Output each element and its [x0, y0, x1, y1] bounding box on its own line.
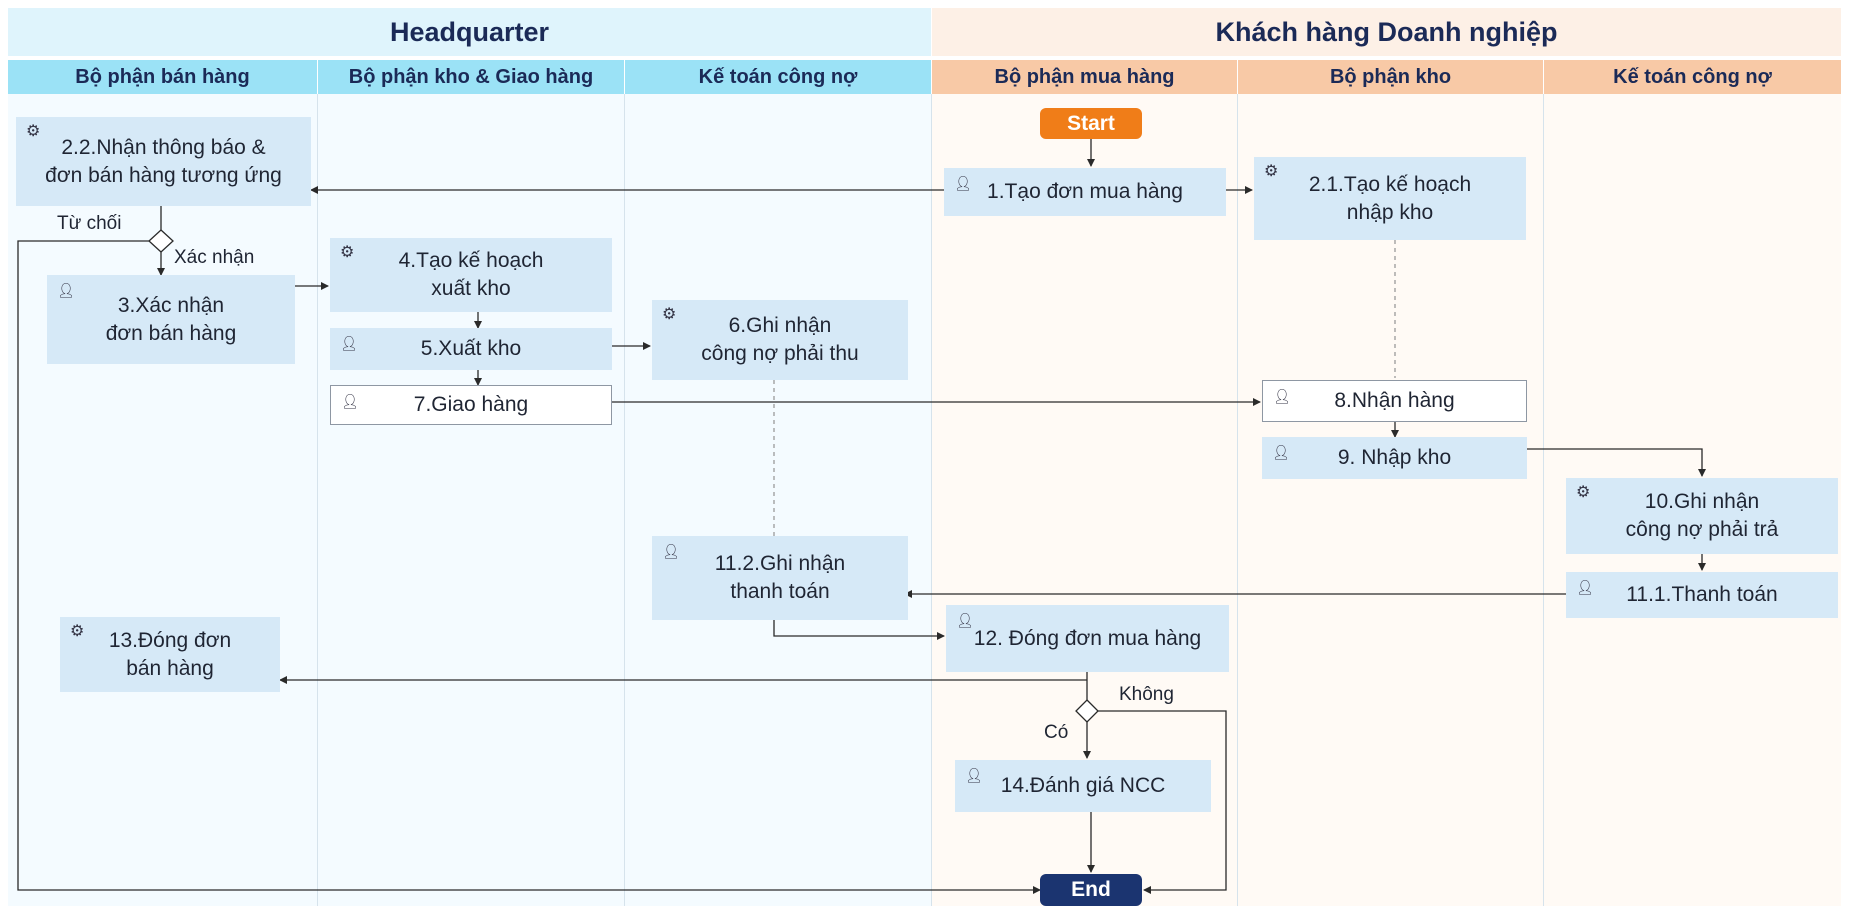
- task-4-create-export-plan[interactable]: ⚙ 4.Tạo kế hoạch xuất kho: [330, 238, 612, 312]
- lane-divider: [1237, 94, 1238, 906]
- task-7-delivery[interactable]: 👤︎ 7.Giao hàng: [330, 385, 612, 425]
- edge-9-to-10: [1527, 448, 1706, 477]
- start-terminal[interactable]: Start: [1040, 108, 1142, 139]
- lane-title: Bộ phận mua hàng: [994, 65, 1175, 88]
- task-label: 10.Ghi nhận công nợ phải trả: [1625, 490, 1779, 541]
- task-label: 13.Đóng đơn bán hàng: [108, 628, 232, 680]
- lane-divider: [624, 94, 625, 906]
- lane-header-cust-warehouse: Bộ phận kho: [1238, 60, 1543, 94]
- user-icon: 👤︎: [1273, 388, 1291, 404]
- lane-divider: [317, 94, 318, 906]
- customer-title: Khách hàng Doanh nghiệp: [1215, 16, 1558, 47]
- lane-divider: [1543, 94, 1544, 906]
- task-label: 12. Đóng đơn mua hàng: [973, 626, 1202, 650]
- gear-icon: ⚙: [70, 623, 85, 640]
- customer-header: Khách hàng Doanh nghiệp: [932, 8, 1841, 56]
- decision-diamond-confirm: [148, 229, 174, 253]
- task-1-create-purchase-order[interactable]: 👤︎ 1.Tạo đơn mua hàng: [944, 168, 1226, 216]
- task-5-export[interactable]: 👤︎ 5.Xuất kho: [330, 328, 612, 370]
- task-11-1-payment[interactable]: 👤︎ 11.1.Thanh toán: [1566, 572, 1838, 618]
- task-label: 1.Tạo đơn mua hàng: [987, 180, 1183, 203]
- task-label: 9. Nhập kho: [1337, 446, 1452, 469]
- user-icon: 👤︎: [662, 543, 680, 559]
- gear-icon: ⚙: [340, 244, 355, 261]
- lane-header-sales: Bộ phận bán hàng: [8, 60, 317, 94]
- task-label: 11.2.Ghi nhận thanh toán: [714, 552, 846, 603]
- lane-title: Kế toán công nợ: [1613, 65, 1772, 88]
- edge-decision-no-to-end: [1098, 710, 1227, 894]
- task-3-confirm-sales-order[interactable]: 👤︎ 3.Xác nhận đơn bán hàng: [47, 275, 295, 364]
- task-label: 2.2.Nhận thông báo & đơn bán hàng tương …: [45, 135, 282, 187]
- gear-icon: ⚙: [26, 123, 41, 140]
- user-icon: 👤︎: [1272, 444, 1290, 460]
- task-14-evaluate-supplier[interactable]: 👤︎ 14.Đánh giá NCC: [955, 760, 1211, 812]
- user-icon: 👤︎: [340, 335, 358, 351]
- task-label: 4.Tạo kế hoạch xuất kho: [398, 249, 544, 300]
- task-8-receive-goods[interactable]: 👤︎ 8.Nhận hàng: [1262, 380, 1527, 422]
- task-label: 3.Xác nhận đơn bán hàng: [105, 293, 237, 345]
- label-confirm: Xác nhận: [174, 247, 255, 268]
- task-label: 7.Giao hàng: [413, 393, 529, 416]
- task-2-2-receive-notice[interactable]: ⚙ 2.2.Nhận thông báo & đơn bán hàng tươn…: [16, 117, 311, 206]
- user-icon: 👤︎: [57, 282, 75, 298]
- headquarter-lanes-bg: [8, 94, 931, 906]
- task-label: 2.1.Tạo kế hoạch nhập kho: [1308, 172, 1472, 224]
- start-label: Start: [1067, 111, 1115, 135]
- headquarter-title: Headquarter: [389, 16, 550, 47]
- label-yes: Có: [1044, 722, 1069, 743]
- lane-title: Bộ phận kho & Giao hàng: [348, 65, 594, 88]
- lane-title: Bộ phận kho: [1329, 65, 1452, 88]
- lane-title: Kế toán công nợ: [698, 65, 858, 88]
- end-label: End: [1071, 878, 1111, 901]
- user-icon: 👤︎: [1576, 579, 1594, 595]
- task-9-import[interactable]: 👤︎ 9. Nhập kho: [1262, 437, 1527, 479]
- lane-title: Bộ phận bán hàng: [75, 65, 250, 88]
- end-terminal[interactable]: End: [1040, 874, 1142, 906]
- lane-header-purchasing: Bộ phận mua hàng: [932, 60, 1237, 94]
- task-label: 11.1.Thanh toán: [1626, 583, 1778, 606]
- lane-header-cust-accounting: Kế toán công nợ: [1544, 60, 1841, 94]
- lane-header-hq-accounting: Kế toán công nợ: [625, 60, 931, 94]
- lane-divider: [931, 94, 932, 906]
- lane-header-warehouse-delivery: Bộ phận kho & Giao hàng: [318, 60, 624, 94]
- user-icon: 👤︎: [965, 767, 983, 783]
- user-icon: 👤︎: [956, 612, 974, 628]
- task-6-record-receivable[interactable]: ⚙ 6.Ghi nhận công nợ phải thu: [652, 300, 908, 380]
- task-label: 14.Đánh giá NCC: [1000, 774, 1166, 797]
- gear-icon: ⚙: [662, 306, 677, 323]
- task-label: 6.Ghi nhận công nợ phải thu: [701, 314, 859, 365]
- task-10-record-payable[interactable]: ⚙ 10.Ghi nhận công nợ phải trả: [1566, 478, 1838, 554]
- edge-reject-to-end: [17, 240, 1041, 894]
- task-12-close-purchase-order[interactable]: 👤︎ 12. Đóng đơn mua hàng: [946, 605, 1229, 672]
- label-reject: Từ chối: [57, 213, 122, 234]
- label-no: Không: [1119, 684, 1174, 705]
- gear-icon: ⚙: [1264, 163, 1279, 180]
- task-13-close-sales-order[interactable]: ⚙ 13.Đóng đơn bán hàng: [60, 617, 280, 692]
- gear-icon: ⚙: [1576, 484, 1591, 501]
- user-icon: 👤︎: [341, 393, 359, 409]
- decision-diamond-evaluate: [1075, 699, 1099, 723]
- task-11-2-record-payment[interactable]: 👤︎ 11.2.Ghi nhận thanh toán: [652, 536, 908, 620]
- user-icon: 👤︎: [954, 175, 972, 191]
- edge-11-2-to-12: [773, 620, 945, 640]
- task-label: 8.Nhận hàng: [1334, 389, 1455, 412]
- task-2-1-create-import-plan[interactable]: ⚙ 2.1.Tạo kế hoạch nhập kho: [1254, 157, 1526, 240]
- headquarter-header: Headquarter: [8, 8, 931, 56]
- task-label: 5.Xuất kho: [420, 337, 522, 360]
